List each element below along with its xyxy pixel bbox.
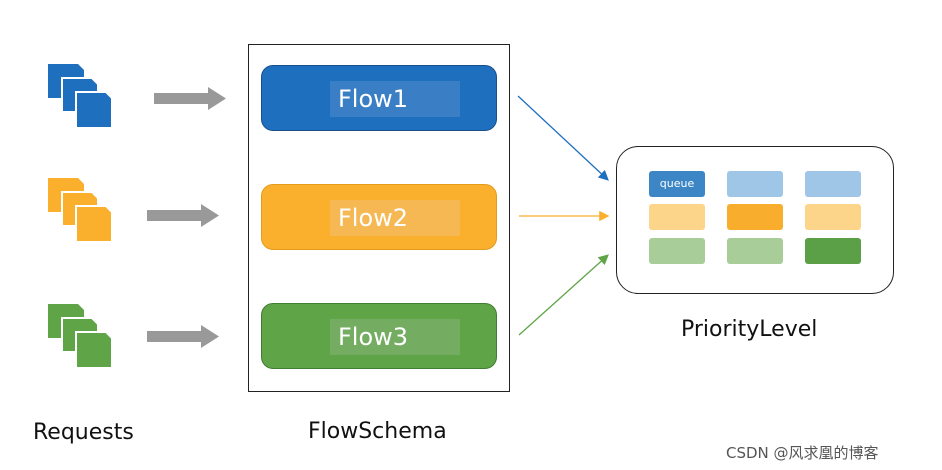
queue-cell — [649, 171, 705, 197]
queue-cell — [727, 171, 783, 197]
queue-cell — [727, 204, 783, 230]
flow1-card: Flow1 — [261, 65, 497, 131]
queue-cell — [649, 204, 705, 230]
prioritylevel-label: PriorityLevel — [681, 317, 818, 342]
prioritylevel-box: queue — [616, 146, 894, 294]
gray-arrow-3 — [147, 325, 219, 348]
document-stack-icon — [48, 178, 113, 243]
gray-arrow-1 — [154, 87, 226, 110]
flow2-label: Flow2 — [330, 200, 460, 236]
request-stack-green — [48, 304, 120, 374]
document-stack-icon — [48, 64, 113, 129]
queue-cell — [727, 238, 783, 264]
watermark: CSDN @风求凰的博客 — [726, 444, 879, 462]
requests-label: Requests — [33, 420, 134, 445]
flow1-connector — [517, 95, 609, 181]
flowschema-box: Flow1 Flow2 Flow3 — [248, 44, 510, 392]
queue-cell — [649, 238, 705, 264]
flow3-connector — [518, 254, 609, 336]
flow3-card: Flow3 — [261, 303, 497, 369]
flowschema-label: FlowSchema — [308, 419, 447, 444]
flow1-label: Flow1 — [330, 81, 460, 117]
flow2-card: Flow2 — [261, 184, 497, 250]
queue-cell — [805, 171, 861, 197]
gray-arrow-2 — [147, 204, 219, 227]
flow3-label: Flow3 — [330, 319, 460, 355]
queue-label: queue — [659, 177, 695, 190]
queue-cell — [805, 204, 861, 230]
request-stack-blue — [48, 64, 120, 134]
queue-cell — [805, 238, 861, 264]
document-stack-icon — [48, 304, 113, 369]
request-stack-orange — [48, 178, 120, 248]
